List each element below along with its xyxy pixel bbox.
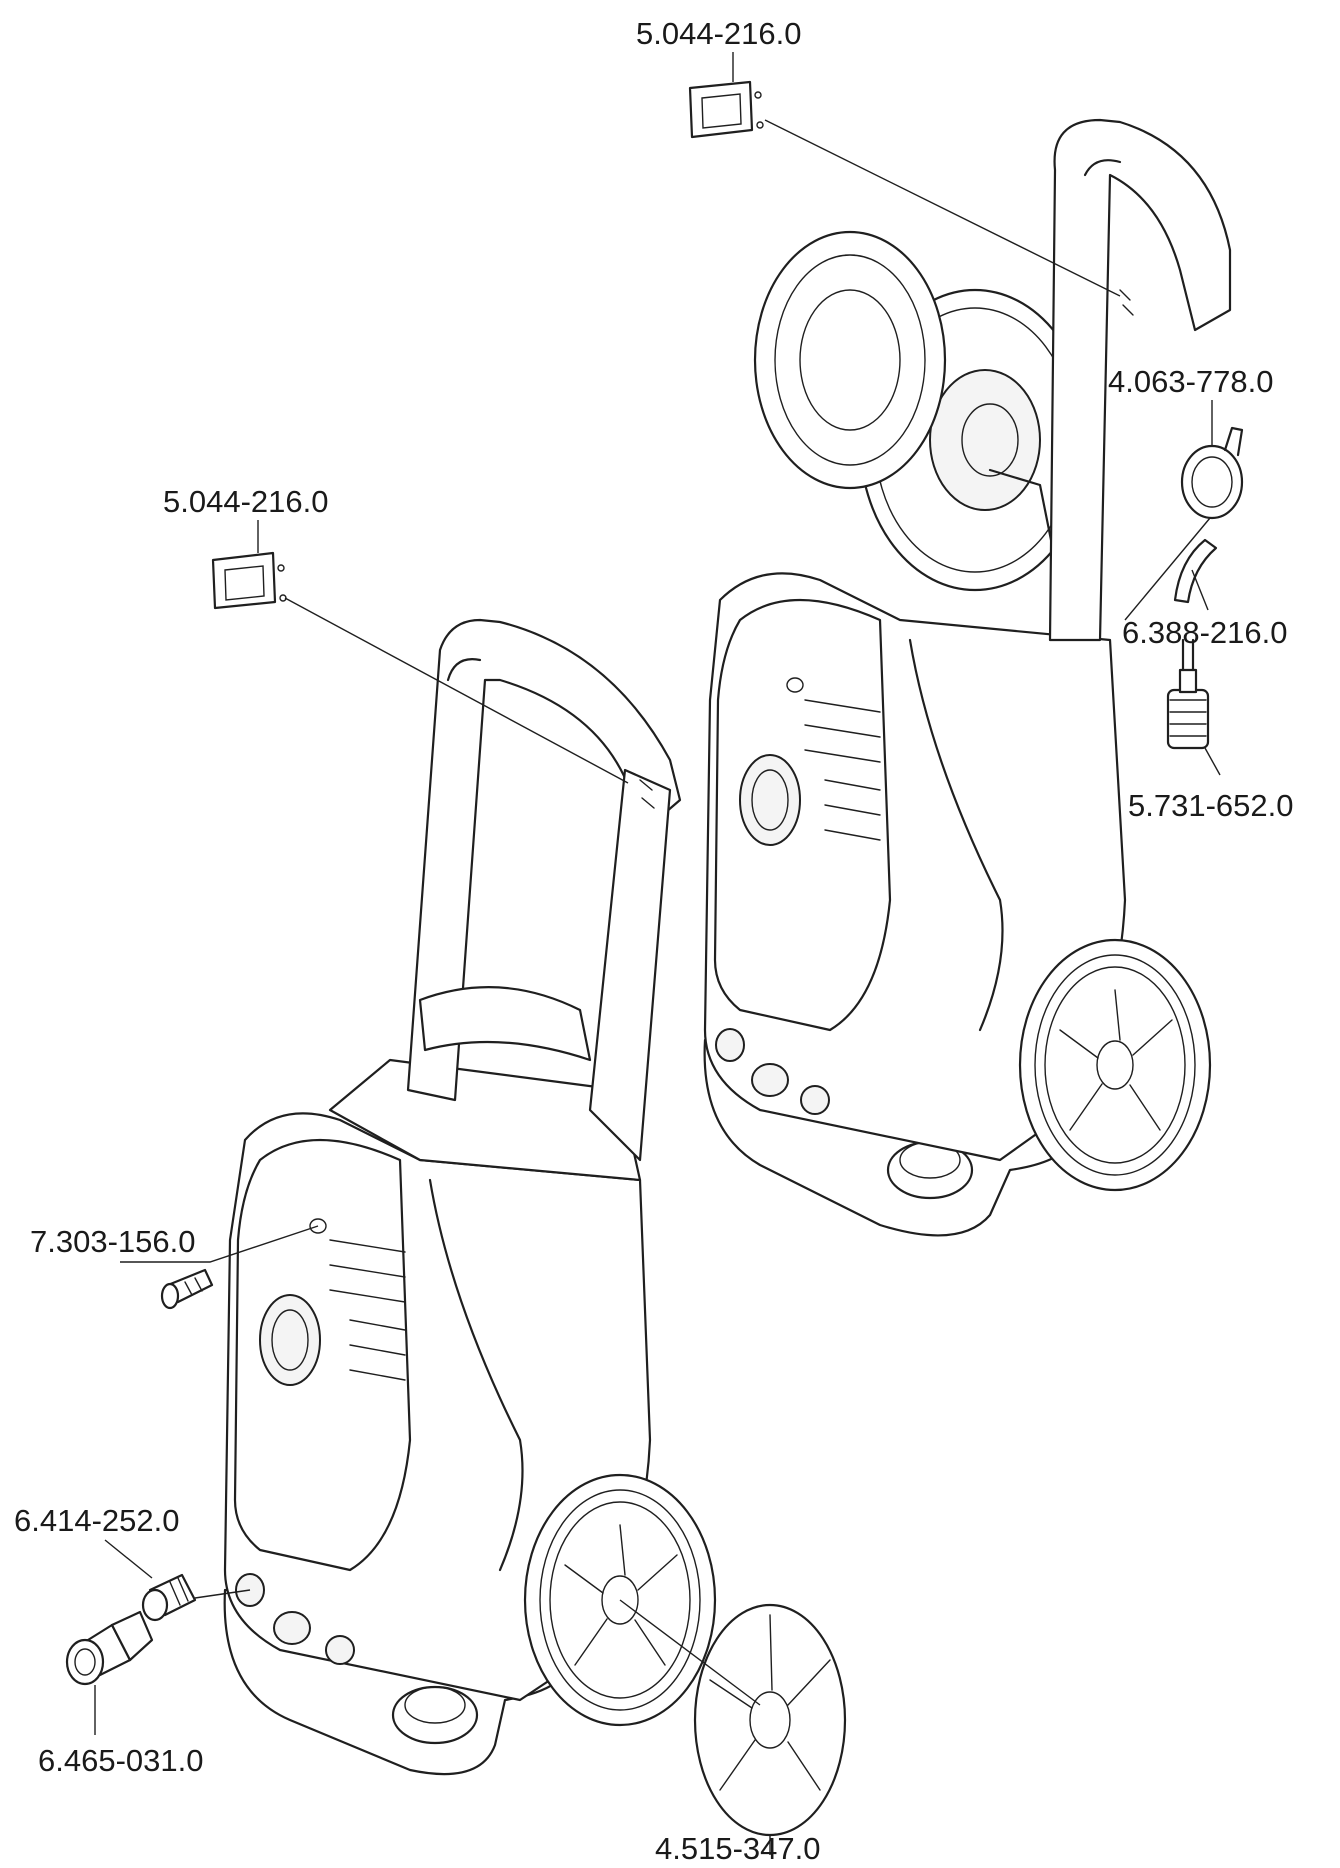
wheel-cover-part <box>693 1603 847 1837</box>
part-number-label-plate-top: 5.044-216.0 <box>636 16 802 51</box>
part-number-wheel-cover: 4.515-347.0 <box>655 1831 821 1866</box>
part-number-hose-coupling: 6.465-031.0 <box>38 1743 204 1778</box>
part-number-inlet-nipple: 6.414-252.0 <box>14 1503 180 1538</box>
screw-part <box>160 1268 214 1310</box>
part-number-screw: 7.303-156.0 <box>30 1224 196 1259</box>
pressure-washer-with-hose-reel <box>703 118 1232 1237</box>
leader-lines <box>94 52 1221 1855</box>
part-number-hose-piece: 6.388-216.0 <box>1122 615 1288 650</box>
label-plate-left <box>211 551 287 610</box>
part-number-filter-insert: 5.731-652.0 <box>1128 788 1294 823</box>
part-number-hose-connector: 4.063-778.0 <box>1108 364 1274 399</box>
label-plate-top <box>688 80 764 139</box>
inlet-nipple-part <box>141 1573 197 1622</box>
filter-insert-part <box>1166 638 1210 750</box>
pressure-washer-compact <box>223 618 717 1776</box>
hose-coupling-part <box>65 1610 154 1686</box>
hose-piece-part <box>1173 538 1218 604</box>
part-number-label-plate-left: 5.044-216.0 <box>163 484 329 519</box>
